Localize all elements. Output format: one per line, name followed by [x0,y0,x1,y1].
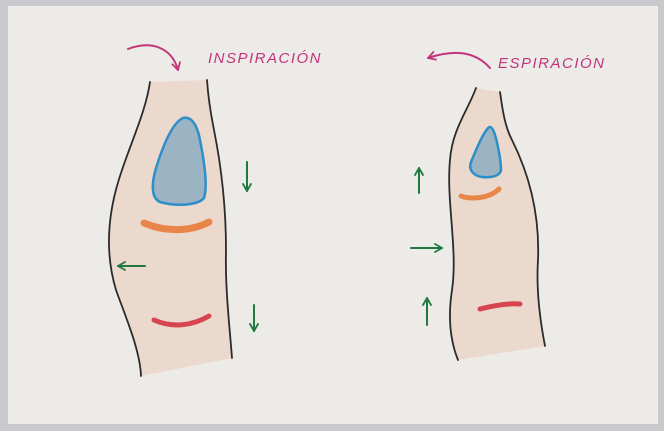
expiration-label: ESPIRACIÓN [498,55,606,72]
inspiration-label: INSPIRACIÓN [208,50,322,67]
